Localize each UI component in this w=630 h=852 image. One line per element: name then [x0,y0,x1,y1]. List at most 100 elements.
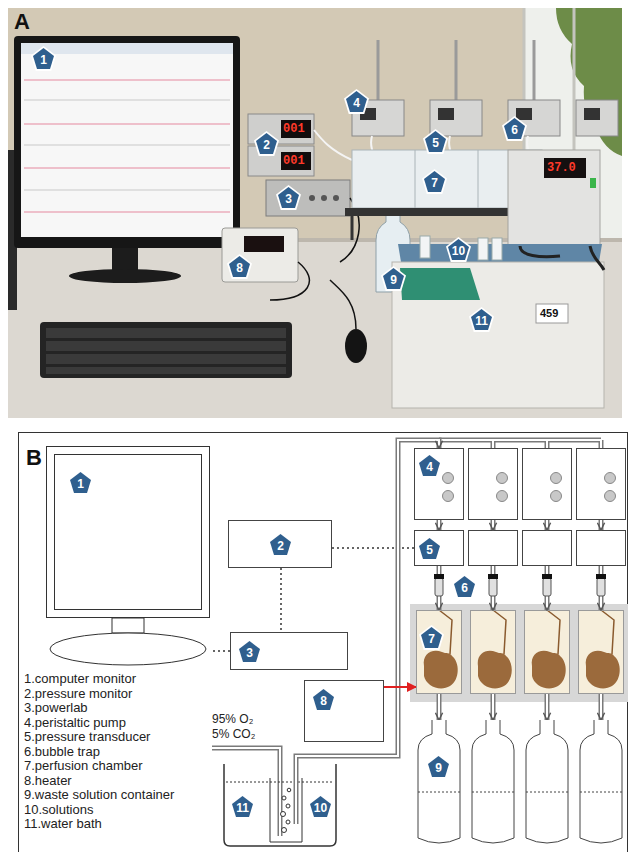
water-bath-body [392,262,604,408]
heater-unit [222,228,298,282]
callout-marker: 4 [417,453,442,478]
powerlab-box: 3 [230,632,348,670]
thermostat-hoses [520,246,604,270]
dot-connector [332,548,414,549]
text-label: 5% CO₂ [212,727,255,741]
pump-unit [430,100,482,136]
tube-inner [438,520,440,530]
text-label: 9.waste solution container [24,788,174,802]
tube-outer [437,694,442,720]
screen-toolbar [21,43,233,54]
text-label: 11.water bath [24,817,102,831]
callout-marker: 11 [469,307,494,332]
column-detail [470,473,516,695]
callout-marker: 2 [268,532,293,557]
bubble-trap [488,574,498,596]
callout-number: 10 [448,239,469,260]
callout-marker: 5 [423,129,448,154]
pump-head [438,108,454,120]
bubble-trap [542,574,552,596]
solution-tube [295,764,297,824]
tube-connector [439,520,440,530]
panel-letter: B [26,445,42,470]
computer-monitor: 1 [46,446,210,666]
callout-number: 3 [278,187,299,208]
key-item: 4.peristaltic pump [24,715,126,730]
key-item: 7.perfusion chamber [24,758,143,773]
text-label: 8.heater [24,774,72,788]
callout-number: 2 [270,534,291,555]
text-label: 4.peristaltic pump [24,716,126,730]
key-row [46,367,286,374]
pump-head [516,108,532,120]
pump-unit [576,100,618,136]
callout-number: 11 [471,309,492,330]
callout-number: 7 [421,627,442,648]
pump-head [584,108,600,120]
callout-number: 5 [425,131,446,152]
text-label: 1.computer monitor [24,672,136,686]
monitor-screen [21,43,233,237]
text-label: A [14,10,30,34]
signal-line [332,547,414,549]
tube-connector [439,694,440,720]
solution-bottle [492,238,502,260]
feed-tube-outer [439,440,601,448]
green-cloth [400,268,480,300]
text-label: B [26,446,42,470]
perfusion-column [577,449,626,844]
dot-connector [281,568,282,632]
bath-outline [224,764,336,846]
callout-marker: 3 [237,639,262,664]
powerlab-port [333,195,339,201]
callout-marker: 11 [230,794,255,819]
callout-marker: 9 [381,266,406,291]
key-row [46,354,286,364]
gas-bubble [282,796,286,800]
text-label: 5.pressure transducer [24,730,150,744]
solution-tube [294,764,299,824]
waste-bottle: 9 [416,720,462,848]
chart-dividers [24,100,230,190]
panel-frame [19,433,628,852]
text-label: 459 [540,305,558,321]
callout-marker: 2 [254,131,279,156]
powerlab-port [309,195,315,201]
monitor-base [50,633,206,665]
text-label: 7.perfusion chamber [24,759,143,773]
heater-display [244,236,284,252]
monitor-foot [69,269,181,283]
monitor-screen [55,455,202,610]
text-label: 95% O₂ [212,712,253,726]
tube-outer [296,440,439,764]
callout-marker: 5 [417,536,442,561]
wall [8,8,622,418]
gas-bubble [286,820,290,824]
transducer-box: 5 [414,530,464,566]
tube-inner [296,440,439,764]
callout-marker: 6 [452,574,477,599]
callout-number: 6 [454,576,475,597]
gas-bubble [282,828,287,833]
feed-tube-inner [439,440,601,448]
callout-number: 6 [504,118,525,139]
water-bath: 11 10 [222,764,338,848]
liquid-level [418,792,460,793]
callout-number: 7 [424,171,445,192]
perfusion-column [469,449,518,844]
display-reading: 001 [283,154,305,168]
sticker [536,304,568,323]
key-item: 1.computer monitor [24,671,136,686]
powerlab-port [321,195,327,201]
signal-line [210,650,230,652]
thermostat-display [544,158,586,178]
callout-marker: 10 [308,794,333,819]
gas-bubble [281,812,286,817]
lcd-display [281,120,311,138]
key-row [46,341,286,351]
callout-marker: 1 [31,46,56,71]
water-level [226,782,334,783]
tube-inner [438,694,440,720]
text-label: 459 [540,307,558,319]
key-item: 10.solutions [24,802,93,817]
